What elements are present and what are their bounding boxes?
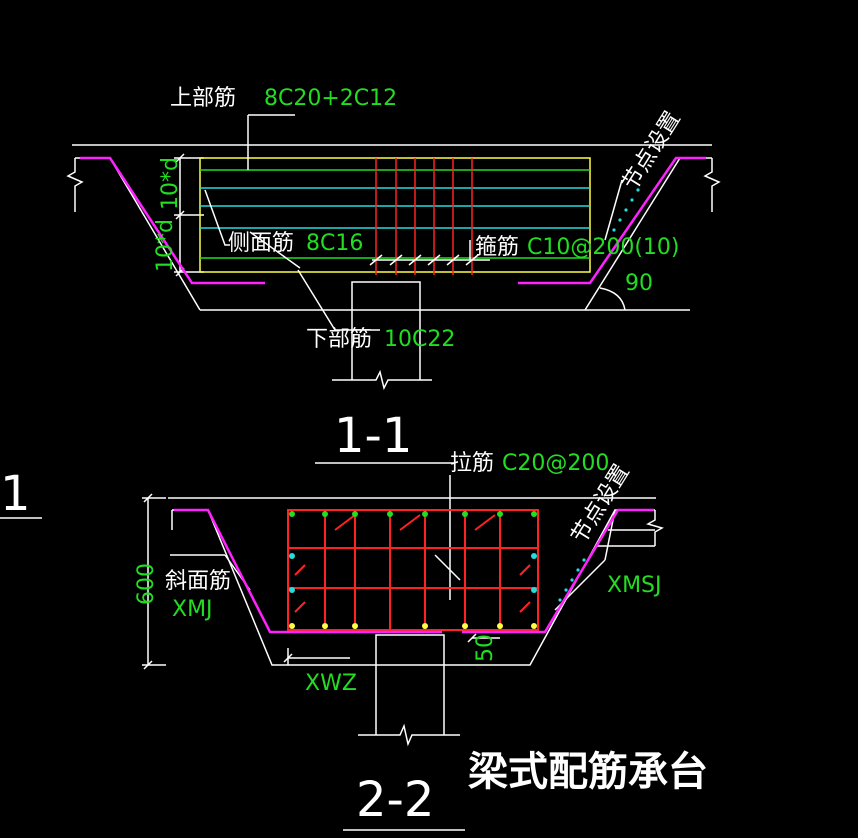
- angle-arc: [599, 287, 626, 311]
- side-bars: [200, 187, 590, 229]
- pit-outline-2: [142, 475, 664, 747]
- tie-value: C20@200: [502, 451, 609, 476]
- side-bar-label: 侧面筋: [228, 231, 294, 256]
- angle-value: 90: [625, 271, 653, 296]
- tie-cage: [287, 509, 539, 631]
- top-bar-value: 8C20+2C12: [264, 86, 397, 111]
- bottom-bar-value: 10C22: [384, 327, 455, 352]
- stirrup-label: 箍筋: [475, 235, 519, 260]
- dimension-left-1: [174, 153, 204, 277]
- cover-value: 50: [473, 634, 498, 662]
- slope-label: 斜面筋: [165, 569, 231, 594]
- bottom-code: XWZ: [305, 671, 357, 696]
- node-label-1: 节点设置: [618, 107, 686, 195]
- height-value: 600: [134, 563, 159, 605]
- tie-label: 拉筋: [450, 451, 494, 476]
- side-bar-value: 8C16: [306, 231, 363, 256]
- dim-lower: 10*d: [153, 219, 178, 272]
- section-2-title: 2-2: [356, 772, 434, 828]
- leaders-1: [204, 114, 623, 331]
- section-2-2: [142, 475, 664, 831]
- edge-label: 1: [0, 466, 31, 522]
- bent-bars-2: [174, 508, 654, 634]
- beam-frame: [199, 157, 591, 273]
- slope-code: XMJ: [172, 597, 213, 622]
- slope-tail-code: XMSJ: [607, 573, 662, 598]
- section-1-title: 1-1: [334, 408, 412, 464]
- section-1-1: [66, 114, 721, 464]
- node-markers-1: [612, 188, 640, 232]
- stirrup-value: C10@200(10): [527, 235, 680, 260]
- bottom-bar-label: 下部筋: [306, 327, 372, 352]
- top-bar-label: 上部筋: [170, 86, 236, 111]
- stirrups: [375, 158, 473, 275]
- rebar-dots: [289, 511, 586, 629]
- dim-upper: 10*d: [158, 157, 183, 210]
- drawing-title: 梁式配筋承台: [468, 749, 708, 795]
- bent-bars-1: [80, 156, 706, 285]
